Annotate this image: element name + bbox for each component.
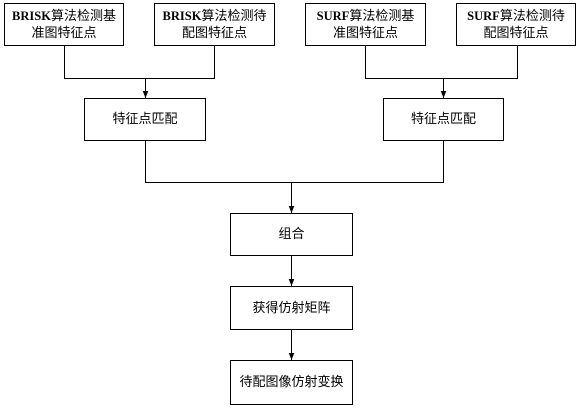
affine-transform-node: 待配图像仿射变换 <box>230 360 353 405</box>
surf-target-prefix: SURF <box>467 8 500 23</box>
brisk-target-line2: 配图特征点 <box>181 25 247 41</box>
surf-base-line2: 准图特征点 <box>332 25 398 41</box>
match-right-node: 特征点匹配 <box>383 98 504 141</box>
surf-base-text1: 算法检测基 <box>349 8 415 24</box>
connector-brisk-base-to-merge <box>64 46 215 79</box>
brisk-target-text1: 算法检测待 <box>201 8 267 24</box>
connector-surf-base-to-merge <box>365 46 518 79</box>
match-left-label: 特征点匹配 <box>112 112 178 127</box>
match-right-label: 特征点匹配 <box>410 112 476 127</box>
match-left-node: 特征点匹配 <box>84 98 206 141</box>
combine-node: 组合 <box>230 213 353 256</box>
brisk-base-line2: 准图特征点 <box>31 25 97 41</box>
connector-matches-merge <box>145 141 444 183</box>
brisk-target-line1: BRISK算法检测待 <box>163 8 267 25</box>
brisk-target-node: BRISK算法检测待 配图特征点 <box>154 3 275 46</box>
brisk-base-line1: BRISK算法检测基 <box>12 8 116 25</box>
surf-base-line1: SURF算法检测基 <box>317 8 415 25</box>
surf-target-node: SURF算法检测待 配图特征点 <box>456 3 576 46</box>
affine-matrix-node: 获得仿射矩阵 <box>230 286 353 330</box>
brisk-target-prefix: BRISK <box>162 8 202 23</box>
surf-target-text1: 算法检测待 <box>499 8 565 24</box>
surf-target-line2: 配图特征点 <box>483 25 549 41</box>
brisk-base-prefix: BRISK <box>12 8 51 23</box>
affine-matrix-label: 获得仿射矩阵 <box>252 300 331 316</box>
affine-transform-label: 待配图像仿射变换 <box>239 375 344 390</box>
brisk-base-node: BRISK算法检测基 准图特征点 <box>4 3 124 46</box>
surf-base-prefix: SURF <box>316 8 350 23</box>
brisk-base-text1: 算法检测基 <box>50 8 116 24</box>
surf-base-node: SURF算法检测基 准图特征点 <box>305 3 426 46</box>
combine-label: 组合 <box>278 227 305 242</box>
surf-target-line1: SURF算法检测待 <box>467 8 565 25</box>
